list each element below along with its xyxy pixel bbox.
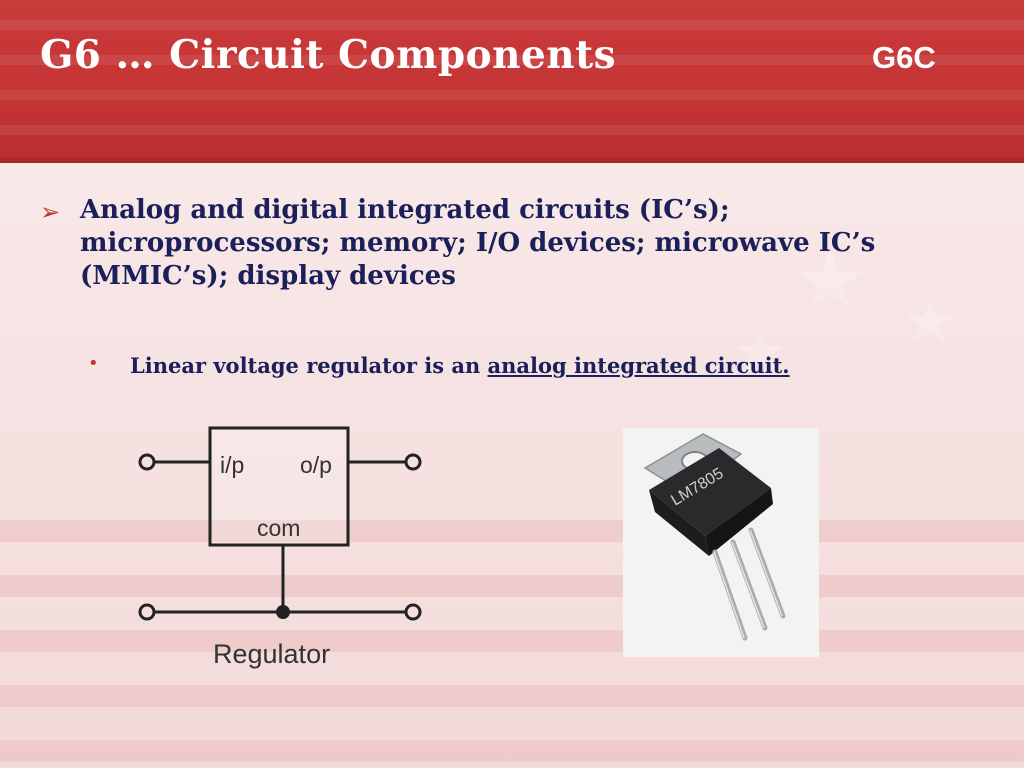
- sub-bullet-text: Linear voltage regulator is an analog in…: [130, 353, 790, 378]
- header-texture: [0, 20, 1024, 163]
- output-label: o/p: [300, 452, 332, 478]
- common-label: com: [257, 515, 300, 541]
- input-label: i/p: [220, 452, 244, 478]
- lm7805-photo: LM7805: [623, 428, 819, 657]
- main-bullet-text: Analog and digital integrated circuits (…: [80, 195, 876, 291]
- diagram-caption: Regulator: [213, 639, 330, 669]
- output-terminal: [404, 453, 422, 471]
- dot-bullet-icon: •: [88, 353, 99, 374]
- input-terminal: [138, 453, 156, 471]
- ground-left-terminal: [138, 603, 156, 621]
- sub-bullet-underlined: analog integrated circuit.: [487, 353, 790, 378]
- ground-right-terminal: [404, 603, 422, 621]
- lm7805-illustration: LM7805: [623, 428, 819, 657]
- title-bar: G6 … Circuit Components G6C: [0, 0, 1024, 163]
- arrow-bullet-icon: ➢: [40, 198, 61, 226]
- junction-node: [276, 605, 290, 619]
- regulator-diagram: i/p o/p com Regulator: [138, 426, 422, 669]
- sub-bullet-plain: Linear voltage regulator is an: [130, 353, 488, 378]
- section-code: G6C: [872, 40, 936, 75]
- regulator-box: [208, 426, 350, 547]
- slide-title: G6 … Circuit Components: [40, 32, 617, 78]
